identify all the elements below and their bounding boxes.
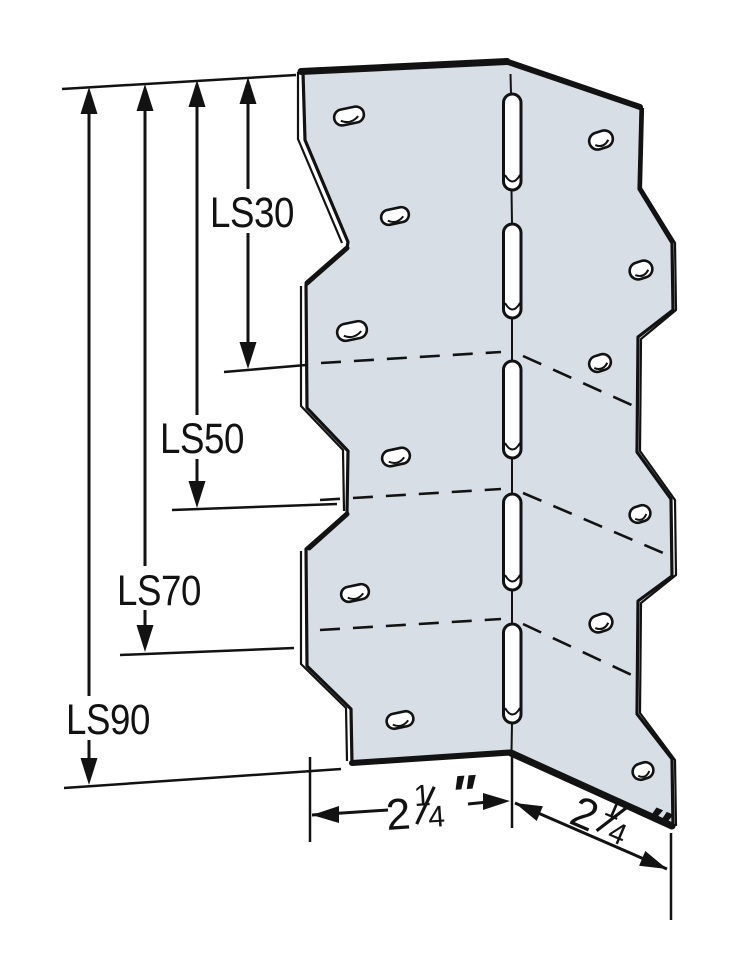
ls50-label-mask [156,415,248,459]
bend-line-2-front [319,487,502,502]
bend-line-3-front [319,617,502,632]
front-width-left-arrow [312,806,339,823]
screw-slot [628,503,652,525]
ls50-extension-line [171,502,338,512]
extension-lines [61,73,673,920]
front-width-fraction-slash [415,786,436,825]
edge-thickness-lines [296,72,678,827]
left-facet-1 [296,72,344,244]
top-right-edge [505,59,643,110]
ls70-extension-line [119,646,295,657]
bend-line-1-front [320,350,502,365]
fold-slot [502,492,523,592]
screw-slot [628,259,654,281]
fold-slot [502,222,523,320]
screw-slot [339,582,371,604]
ls90-up-arrow [80,87,98,114]
bend-line-2-side [522,491,669,557]
length-labels: LS30 LS50 LS70 LS90 [61,189,298,744]
screw-slot [385,709,415,731]
bend-line-3-side [522,622,637,679]
top-extension-line [61,73,297,91]
plate-thick-edges [297,58,676,830]
crease-segments [509,73,513,753]
fold-slot [502,92,523,192]
left-notch-cut-1 [304,245,350,286]
fastener-slots [332,105,655,782]
screw-slot [379,205,411,227]
left-notch-cut-2 [306,511,350,551]
left-notch-cuts [304,245,350,551]
side-width-line [514,801,668,871]
front-width-whole: 2 [384,789,412,840]
bend-line-1-side [522,354,637,409]
screw-slot [631,760,655,782]
fold-slots [502,92,523,725]
left-facet-2 [299,286,346,512]
ls50-label: LS50 [160,415,244,463]
ls30-extension-line [223,363,307,374]
left-facet-3 [299,551,349,762]
side-width-fraction-slash [595,804,631,833]
side-width-right-arrow [639,851,667,869]
ls30-label-mask [206,189,298,233]
length-arrowheads [80,77,257,785]
ls50-up-arrow [188,80,206,107]
fold-line [502,73,523,753]
ls30-down-arrow [239,342,257,369]
screw-slot [587,352,613,374]
ls70-down-arrow [136,625,154,652]
fold-slot [502,359,523,460]
screw-slot [332,105,366,127]
ls30-label: LS30 [210,189,294,237]
front-width-right-arrow [483,793,510,810]
ls70-label-mask [112,566,206,610]
front-width-inch-mark: " [445,762,482,826]
side-width-whole: 2 [563,787,605,842]
ls90-down-arrow [80,758,98,785]
top-left-edge [297,58,511,75]
ls90-label-mask [61,696,155,740]
front-width-dimension: 2 1 4 " [311,762,510,840]
front-width-label: 2 1 4 " [384,762,482,840]
screw-slot [335,319,369,343]
screw-slot [380,446,412,468]
ls70-up-arrow [136,84,154,111]
screw-slot [587,129,615,151]
front-width-denominator: 4 [427,800,446,834]
right-facet [638,107,678,827]
fold-slot [502,622,523,725]
bend-lines [319,350,669,679]
ls90-extension-line [63,767,342,790]
ls50-down-arrow [188,481,206,508]
bottom-front-edge [349,749,513,766]
bottom-side-edge [507,749,676,830]
bracket-plate [298,59,675,829]
side-width-left-arrow [515,803,543,821]
screw-slot [588,612,614,634]
ls90-label: LS90 [66,696,150,744]
fold-slot-inner-walls [504,174,521,716]
ls30-up-arrow [239,77,257,104]
ls70-label: LS70 [117,567,201,615]
